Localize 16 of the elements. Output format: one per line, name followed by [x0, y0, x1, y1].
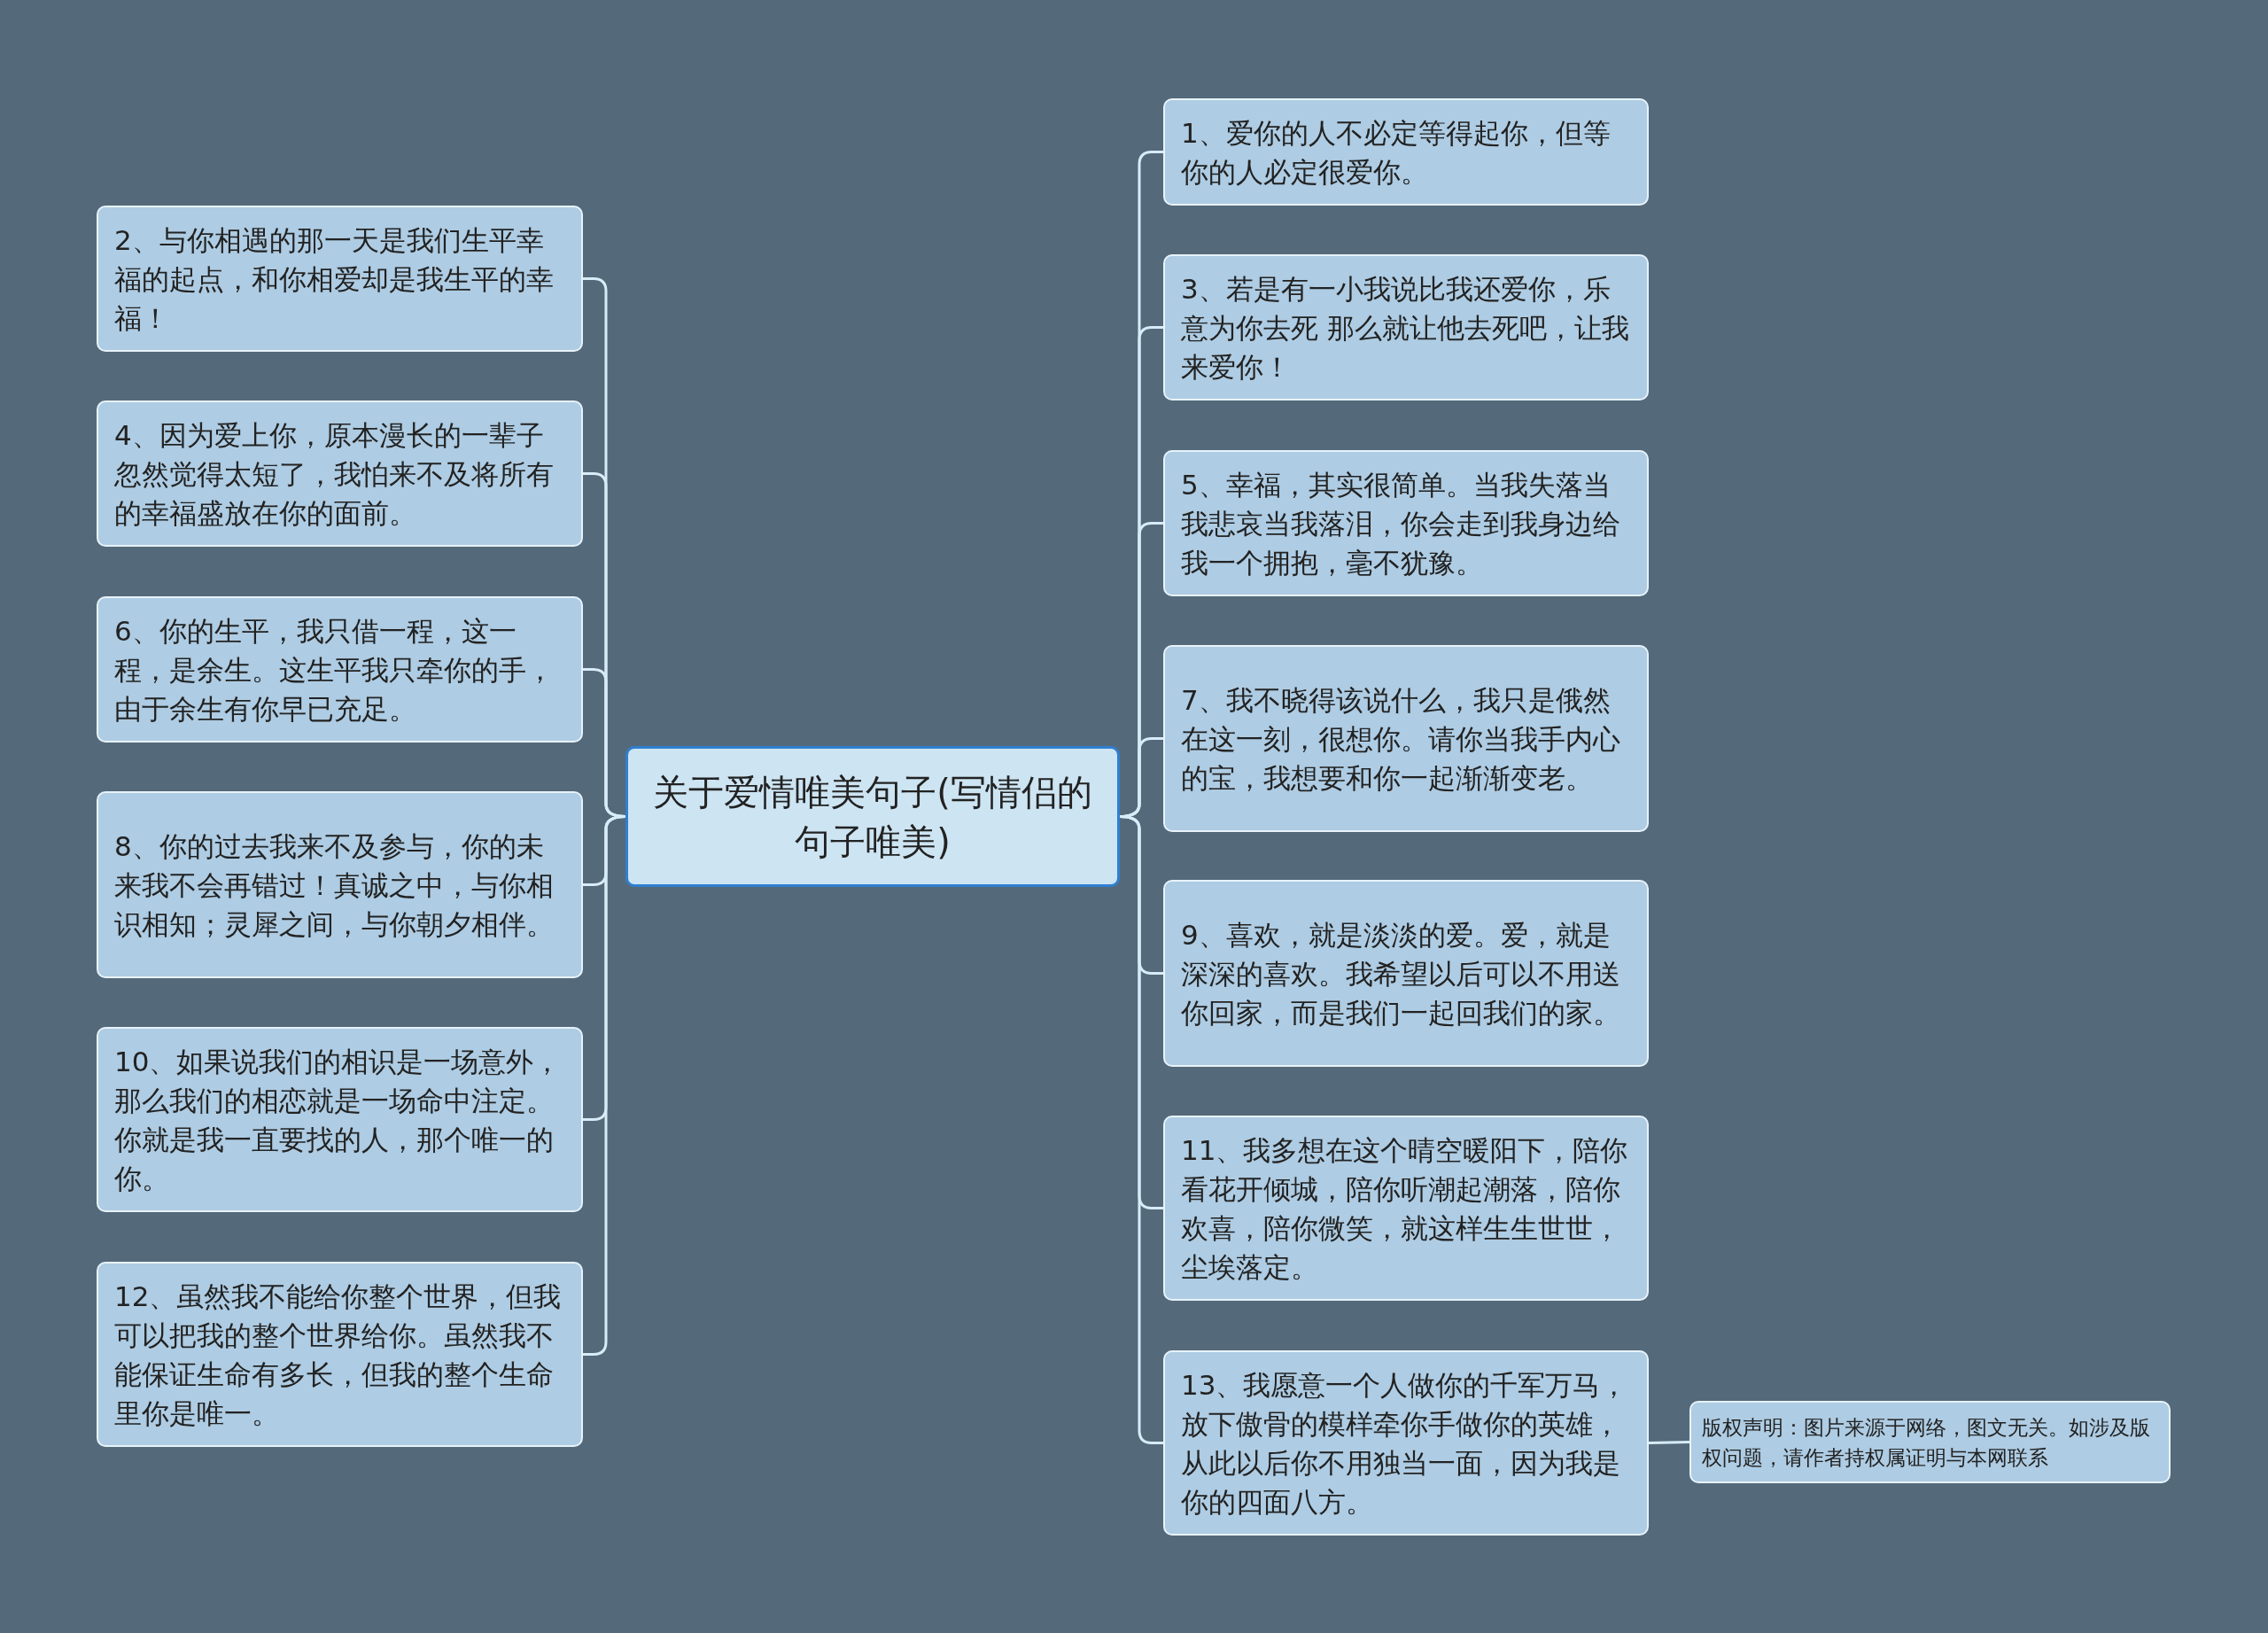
topic-box: 4、因为爱上你，原本漫长的一辈子忽然觉得太短了，我怕来不及将所有的幸福盛放在你的面前。 — [97, 400, 583, 547]
topic-box: 13、我愿意一个人做你的千军万马，放下傲骨的模样牵你手做你的英雄，从此以后你不用独当一面，因为我是你的四面八方。 — [1163, 1350, 1649, 1536]
topic-box: 5、幸福，其实很简单。当我失落当我悲哀当我落泪，你会走到我身边给我一个拥抱，毫不犹豫。 — [1163, 450, 1649, 596]
topic-box: 1、爱你的人不必定等得起你，但等你的人必定很爱你。 — [1163, 98, 1649, 206]
note-box: 版权声明：图片来源于网络，图文无关。如涉及版权问题，请作者持权属证明与本网联系 — [1689, 1401, 2171, 1483]
topic-box: 2、与你相遇的那一天是我们生平幸福的起点，和你相爱却是我生平的幸福！ — [97, 206, 583, 352]
connector-line — [1648, 1441, 1690, 1444]
topic-box: 12、虽然我不能给你整个世界，但我可以把我的整个世界给你。虽然我不能保证生命有多长，但我的整个生命里你是唯一。 — [97, 1262, 583, 1447]
topic-box: 3、若是有一小我说比我还爱你，乐意为你去死 那么就让他去死吧，让我来爱你！ — [1163, 254, 1649, 400]
topic-box: 10、如果说我们的相识是一场意外，那么我们的相恋就是一场命中注定。你就是我一直要找的人，那个唯一的你。 — [97, 1027, 583, 1212]
central-topic-box: 关于爱情唯美句子(写情侣的句子唯美) — [625, 746, 1120, 887]
topic-box: 7、我不晓得该说什么，我只是俄然在这一刻，很想你。请你当我手内心的宝，我想要和你一起渐渐变老。 — [1163, 645, 1649, 832]
topic-box: 11、我多想在这个晴空暖阳下，陪你看花开倾城，陪你听潮起潮落，陪你欢喜，陪你微笑，就这样生生世世，尘埃落定。 — [1163, 1116, 1649, 1301]
topic-box: 6、你的生平，我只借一程，这一程，是余生。这生平我只牵你的手，由于余生有你早已充足。 — [97, 596, 583, 743]
topic-box: 9、喜欢，就是淡淡的爱。爱，就是深深的喜欢。我希望以后可以不用送你回家，而是我们一起回我们的家。 — [1163, 880, 1649, 1067]
topic-box: 8、你的过去我来不及参与，你的未来我不会再错过！真诚之中，与你相识相知；灵犀之间，与你朝夕相伴。 — [97, 791, 583, 978]
